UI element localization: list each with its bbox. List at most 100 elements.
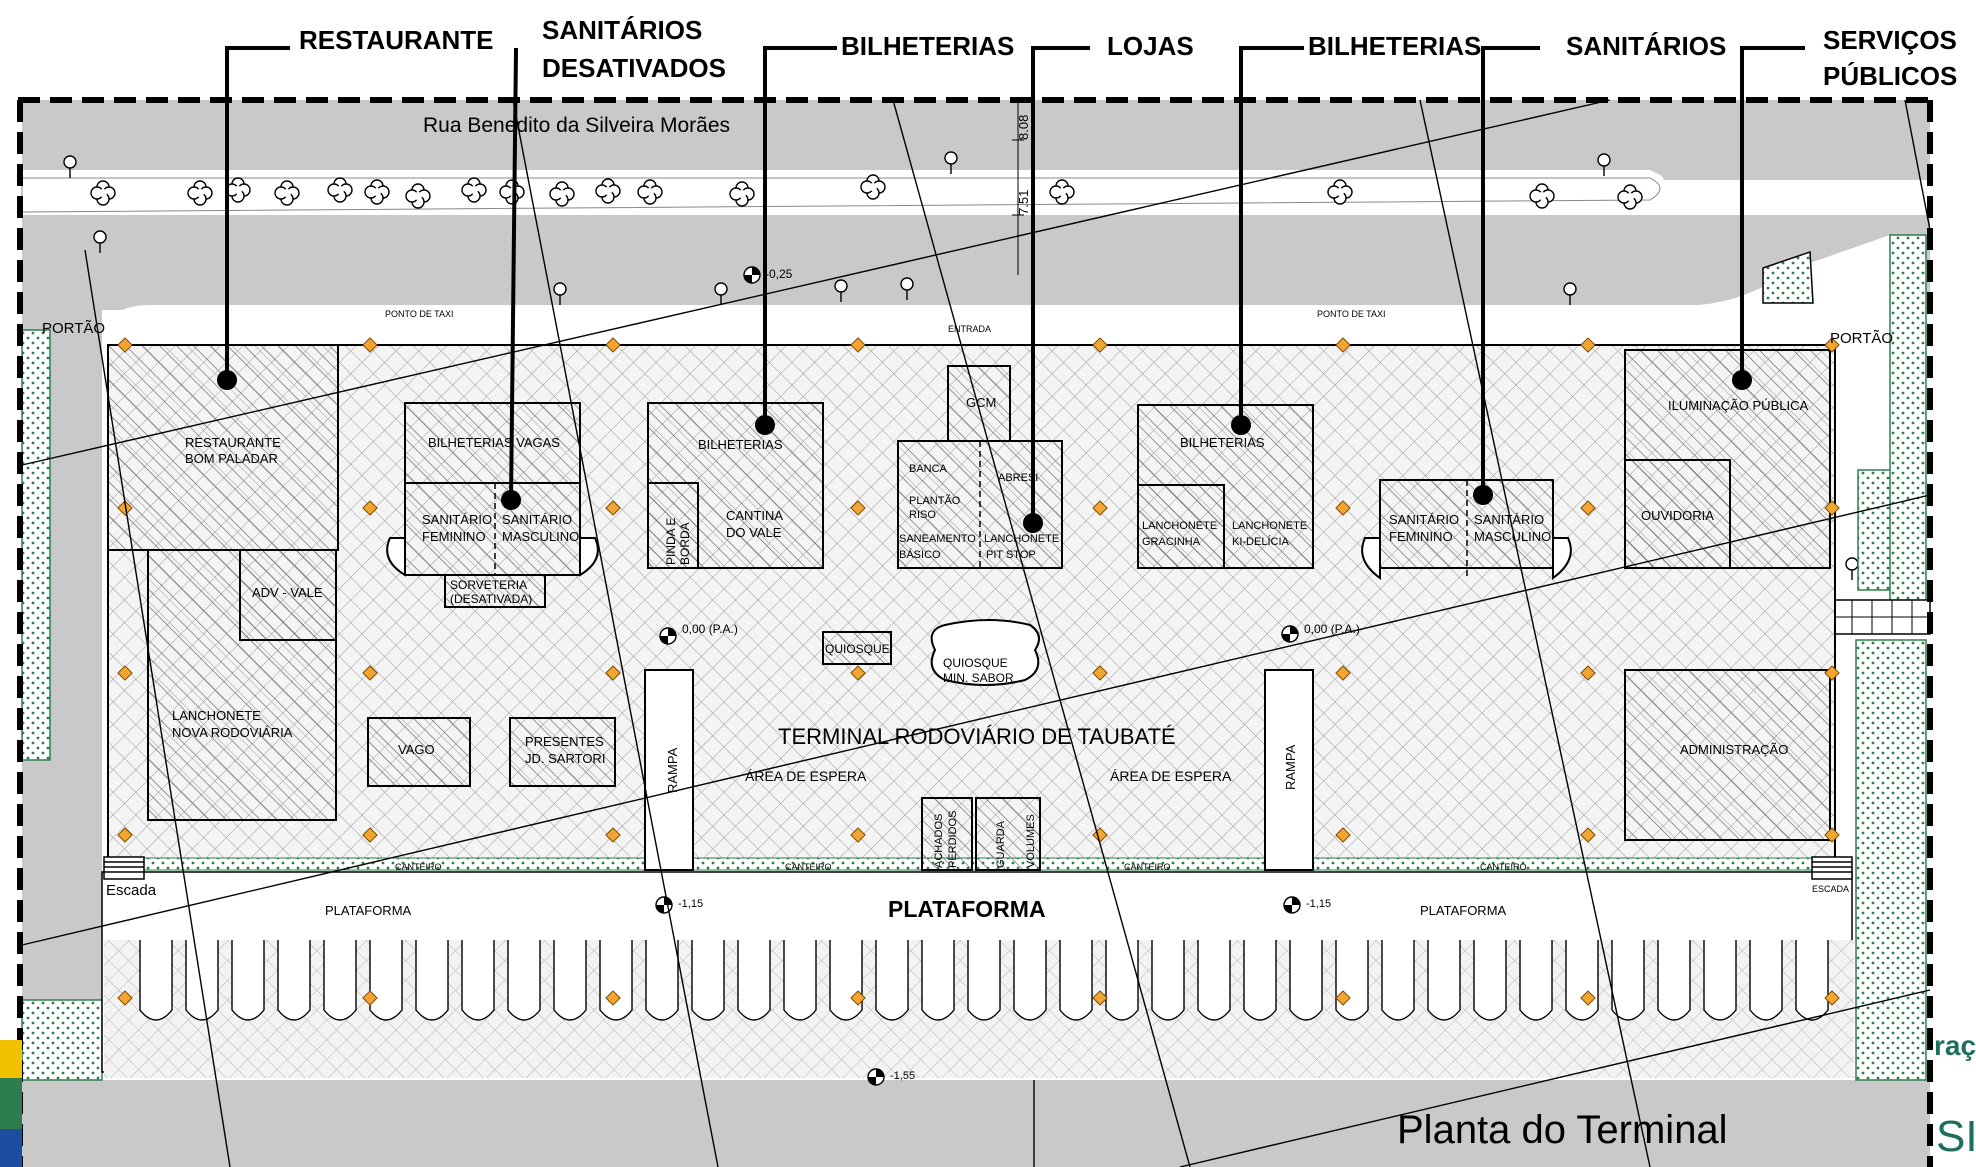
svg-text:FEMININO: FEMININO xyxy=(422,529,486,544)
bus-bay xyxy=(737,940,771,1021)
green-strip-right xyxy=(1855,639,1927,1081)
svg-text:RAMPA: RAMPA xyxy=(665,747,680,793)
terminal-title: TERMINAL RODOVIÁRIO DE TAUBATÉ xyxy=(778,724,1176,749)
svg-text:BILHETERIAS: BILHETERIAS xyxy=(698,437,783,452)
svg-text:ENTRADA: ENTRADA xyxy=(948,324,991,334)
bus-bay xyxy=(783,940,817,1021)
svg-text:SANITÁRIO: SANITÁRIO xyxy=(1474,512,1544,527)
svg-text:BILHETERIAS: BILHETERIAS xyxy=(1180,435,1265,450)
svg-text:QUIOSQUE: QUIOSQUE xyxy=(943,656,1008,670)
bus-bay xyxy=(921,940,955,1021)
bus-bay xyxy=(507,940,541,1021)
svg-text:LANCHONETE: LANCHONETE xyxy=(984,533,1059,545)
bus-bay xyxy=(1749,940,1783,1021)
bus-bay xyxy=(691,940,725,1021)
bus-bay xyxy=(1335,940,1369,1021)
ramp-right xyxy=(1264,669,1314,871)
bus-bay xyxy=(553,940,587,1021)
svg-text:ILUMINAÇÃO PÚBLICA: ILUMINAÇÃO PÚBLICA xyxy=(1668,398,1808,413)
svg-text:CANTINA: CANTINA xyxy=(726,508,783,523)
svg-text:CANTEIRO: CANTEIRO xyxy=(1124,862,1171,872)
bus-bay xyxy=(1795,940,1829,1021)
bus-lane xyxy=(22,1080,1930,1167)
bus-bay xyxy=(1565,940,1599,1021)
svg-text:LANCHONETE: LANCHONETE xyxy=(172,708,261,723)
svg-text:ACHADOS: ACHADOS xyxy=(933,814,945,868)
svg-text:VAGO: VAGO xyxy=(398,742,435,757)
svg-text:OUVIDORIA: OUVIDORIA xyxy=(1641,508,1714,523)
svg-text:DO VALE: DO VALE xyxy=(726,525,782,540)
svg-text:GRACINHA: GRACINHA xyxy=(1142,536,1201,548)
svg-text:FEMININO: FEMININO xyxy=(1389,529,1453,544)
bus-bay xyxy=(415,940,449,1021)
svg-text:BÁSICO: BÁSICO xyxy=(899,548,941,561)
svg-text:PONTO DE TAXI: PONTO DE TAXI xyxy=(1317,309,1386,319)
survey-lines xyxy=(21,99,1931,1167)
logo-text-fragment: raç xyxy=(1934,1030,1976,1061)
svg-text:CANTEIRO: CANTEIRO xyxy=(1480,862,1527,872)
svg-text:ABRESI: ABRESI xyxy=(998,472,1038,484)
svg-text:BILHETERIAS VAGAS: BILHETERIAS VAGAS xyxy=(428,435,560,450)
svg-text:PINDA E: PINDA E xyxy=(664,518,678,565)
svg-text:CANTEIRO: CANTEIRO xyxy=(395,862,442,872)
bus-bay xyxy=(1197,940,1231,1021)
bus-bay xyxy=(1243,940,1277,1021)
bus-bay xyxy=(369,940,403,1021)
callout-sanitarios: SANITÁRIOS xyxy=(1566,31,1727,61)
bus-bay xyxy=(1703,940,1737,1021)
svg-text:PIT STOP: PIT STOP xyxy=(986,549,1036,561)
svg-text:7.51: 7.51 xyxy=(1016,190,1031,215)
svg-text:SANEAMENTO: SANEAMENTO xyxy=(899,533,976,545)
svg-text:SANITÁRIO: SANITÁRIO xyxy=(422,512,492,527)
svg-text:-0,25: -0,25 xyxy=(765,267,793,281)
bus-bay xyxy=(1059,940,1093,1021)
svg-text:PORTÃO: PORTÃO xyxy=(1830,330,1893,347)
svg-text:NOVA RODOVIÁRIA: NOVA RODOVIÁRIA xyxy=(172,725,293,740)
plan-caption: Planta do Terminal xyxy=(1397,1108,1728,1152)
svg-text:VOLUMES: VOLUMES xyxy=(1025,814,1037,868)
callout-restaurante: RESTAURANTE xyxy=(299,25,494,55)
svg-text:ESCADA: ESCADA xyxy=(1812,884,1849,894)
callout-bilheterias-1: BILHETERIAS xyxy=(841,31,1015,61)
svg-text:JD. SARTORI: JD. SARTORI xyxy=(525,751,605,766)
svg-text:PLANTÃO: PLANTÃO xyxy=(909,494,961,507)
callout-sanitarios-desativados-2: DESATIVADOS xyxy=(542,53,726,83)
svg-text:BORDA: BORDA xyxy=(678,522,692,565)
svg-text:PONTO DE TAXI: PONTO DE TAXI xyxy=(385,309,454,319)
svg-text:BOM PALADAR: BOM PALADAR xyxy=(185,451,278,466)
svg-text:MASCULINO: MASCULINO xyxy=(1474,529,1551,544)
bus-bays xyxy=(139,940,1829,1021)
callout-servicos-publicos-1: SERVIÇOS xyxy=(1823,25,1957,55)
street-area xyxy=(22,100,1930,180)
svg-text:ADMINISTRAÇÃO: ADMINISTRAÇÃO xyxy=(1680,742,1788,757)
callout-servicos-publicos-2: PÚBLICOS xyxy=(1823,61,1958,91)
green-strip-left xyxy=(21,329,51,761)
ramp-left xyxy=(644,669,694,871)
svg-text:CANTEIRO: CANTEIRO xyxy=(785,862,832,872)
svg-text:GUARDA: GUARDA xyxy=(995,820,1007,868)
bus-bay xyxy=(139,940,173,1021)
svg-text:ADV - VALE: ADV - VALE xyxy=(252,585,323,600)
svg-text:PLATAFORMA: PLATAFORMA xyxy=(325,903,412,918)
svg-text:ÁREA DE ESPERA: ÁREA DE ESPERA xyxy=(1110,768,1232,784)
callout-leaders xyxy=(225,46,1805,523)
bus-bay xyxy=(1381,940,1415,1021)
svg-text:KI-DELÍCIA: KI-DELÍCIA xyxy=(1232,535,1290,548)
svg-text:PRESENTES: PRESENTES xyxy=(525,734,604,749)
svg-text:(DESATIVADA): (DESATIVADA) xyxy=(450,592,532,606)
bus-bay xyxy=(829,940,863,1021)
svg-text:Escada: Escada xyxy=(106,882,157,899)
bus-bay xyxy=(277,940,311,1021)
svg-text:SANITÁRIO: SANITÁRIO xyxy=(1389,512,1459,527)
svg-text:0,00 (P.A.): 0,00 (P.A.) xyxy=(1304,622,1360,636)
street-name: Rua Benedito da Silveira Morães xyxy=(423,114,730,137)
callout-bilheterias-2: BILHETERIAS xyxy=(1308,31,1482,61)
bus-bay xyxy=(1289,940,1323,1021)
svg-text:SORVETERIA: SORVETERIA xyxy=(450,578,527,592)
svg-text:LANCHONETE: LANCHONETE xyxy=(1142,520,1217,532)
svg-text:PLATAFORMA: PLATAFORMA xyxy=(888,896,1046,922)
svg-text:MASCULINO: MASCULINO xyxy=(502,529,579,544)
svg-text:-1,15: -1,15 xyxy=(1306,898,1331,910)
bus-bay xyxy=(323,940,357,1021)
